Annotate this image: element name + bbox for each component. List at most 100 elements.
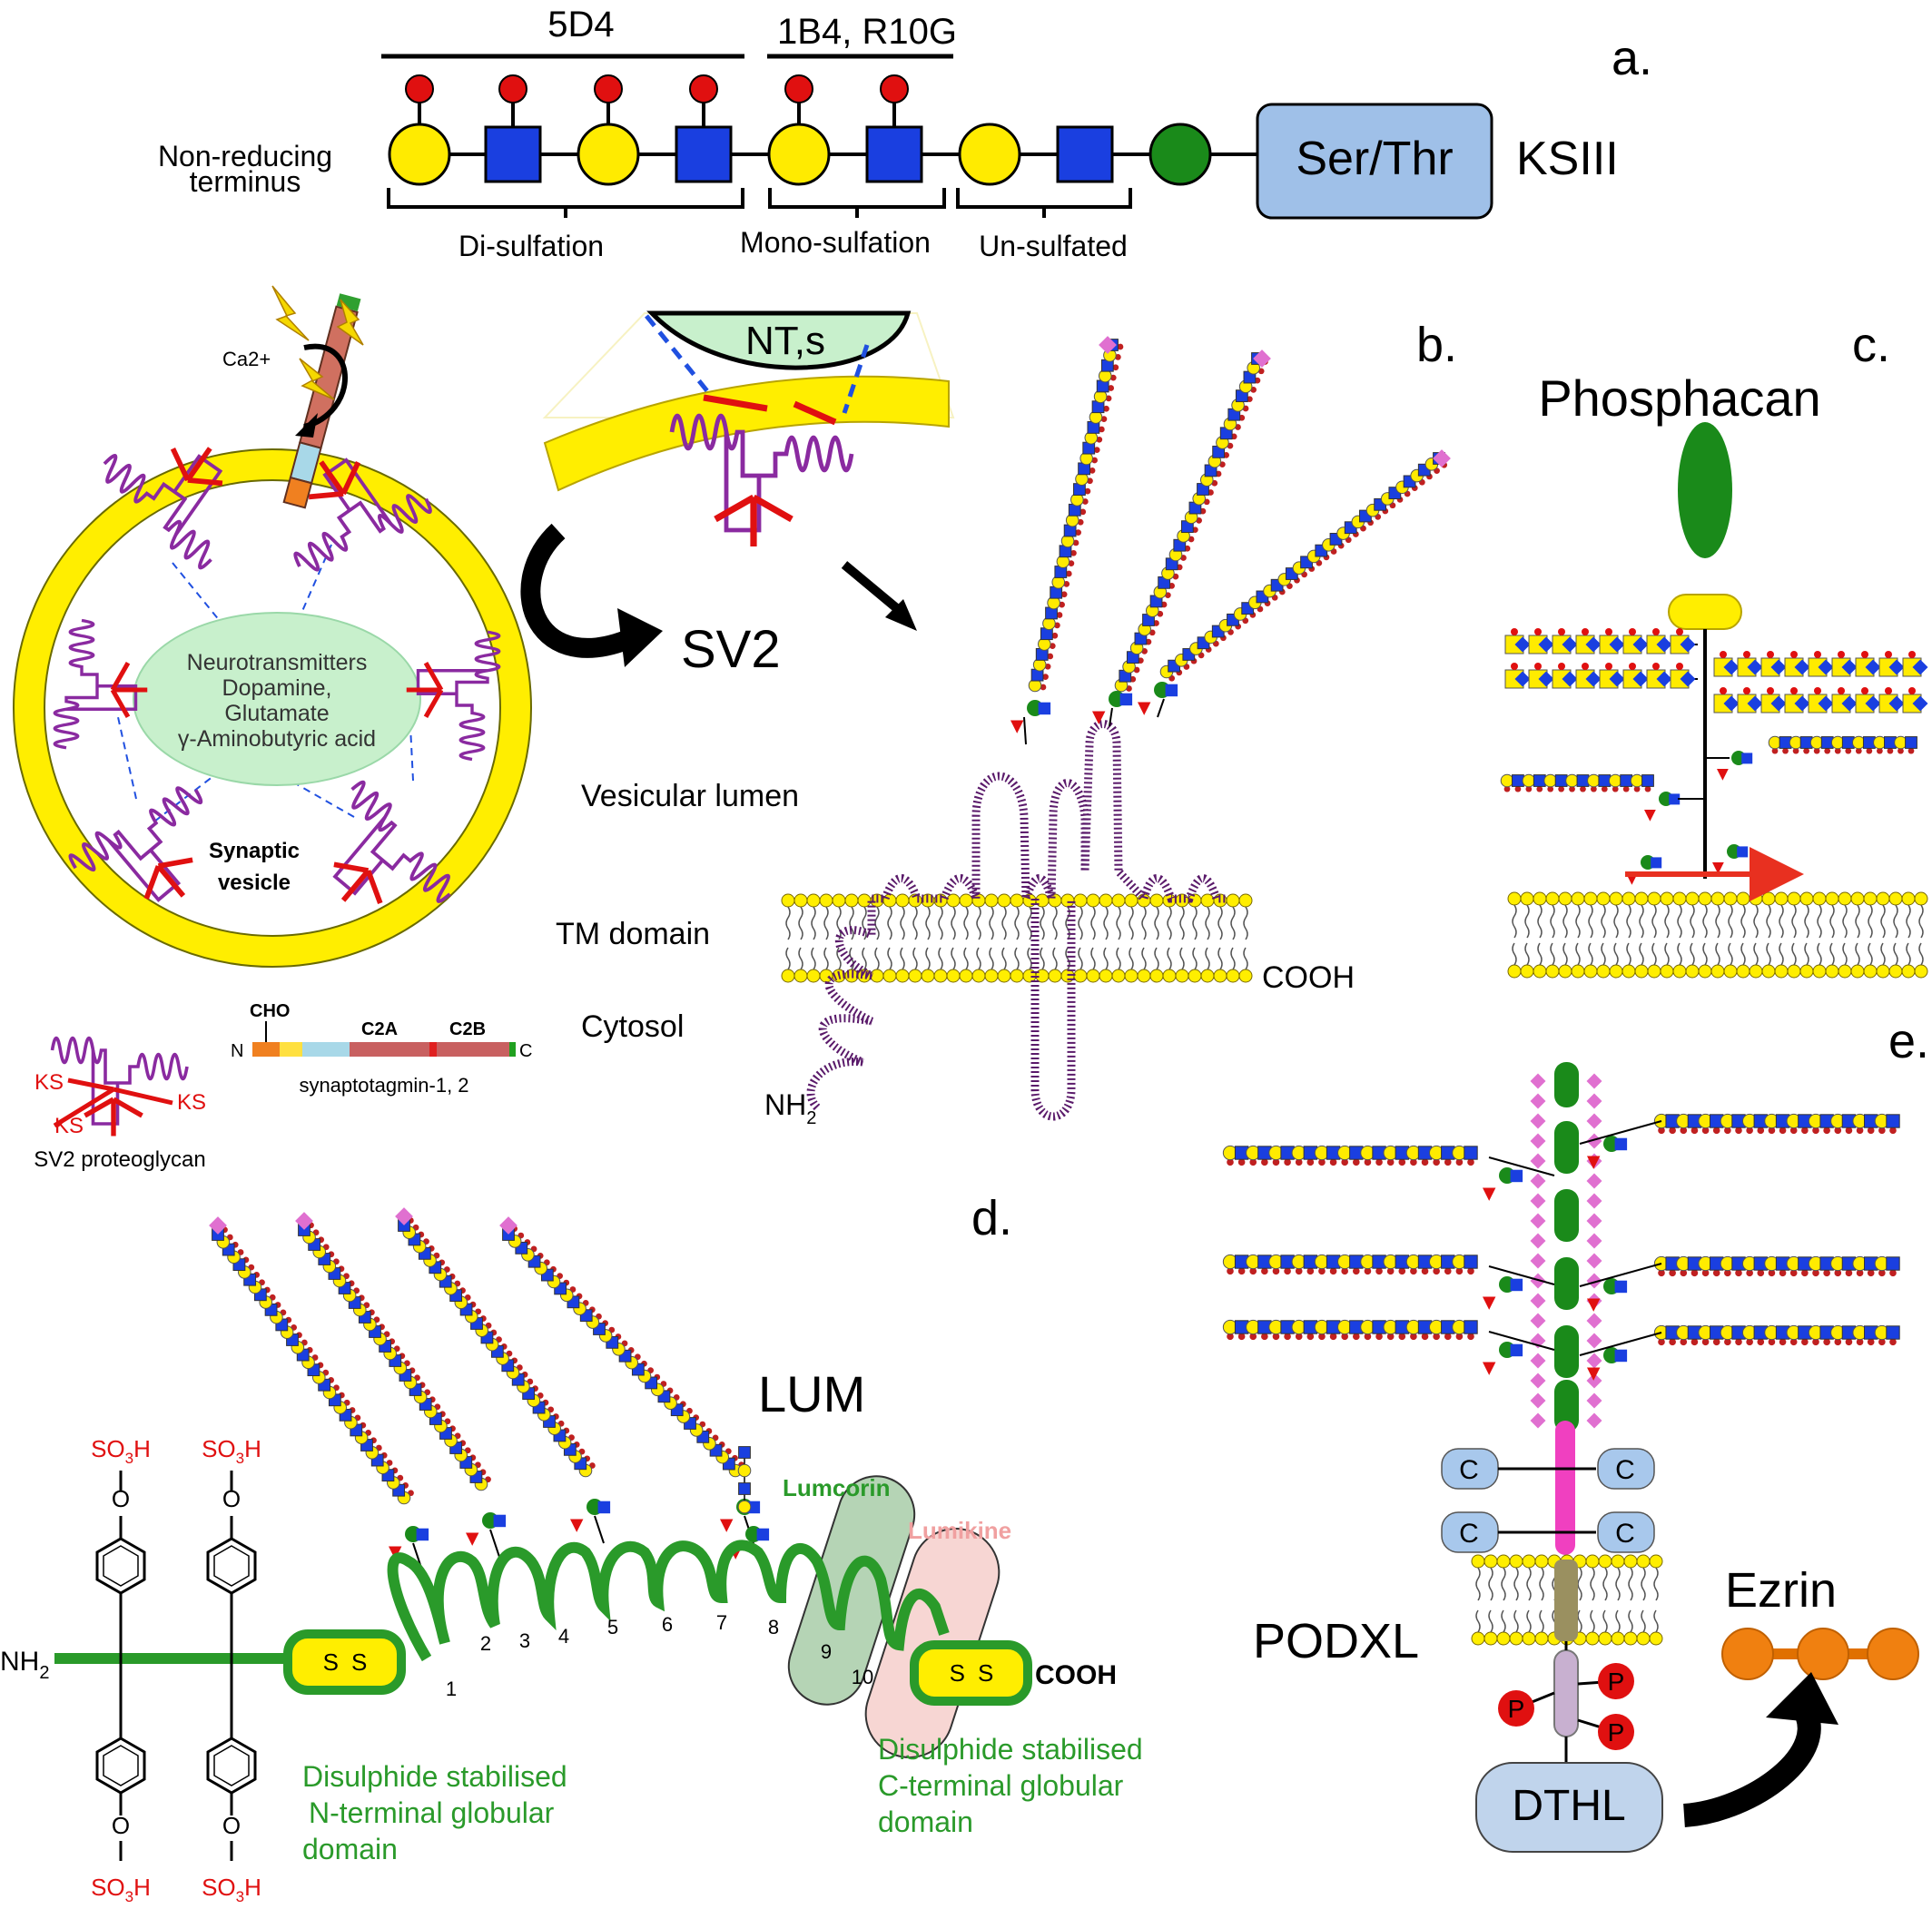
repeat-number-label: 3	[519, 1629, 530, 1652]
sulfate-group-icon	[1318, 1333, 1326, 1341]
chain-link	[1109, 707, 1113, 727]
sialic-acid-icon	[1530, 1293, 1546, 1309]
sulfate-group-icon	[1375, 1267, 1383, 1275]
phosphacan-title: Phosphacan	[1538, 369, 1820, 427]
oxygen-label: O	[222, 1485, 241, 1512]
sulfate-group-icon	[1814, 651, 1821, 658]
podxl-mucin-domain	[1530, 1062, 1602, 1432]
chain-link	[1488, 1156, 1555, 1176]
fucose-icon	[1483, 1296, 1496, 1310]
sulfate-group-icon	[1812, 1338, 1819, 1346]
sulfate-group-icon	[1059, 601, 1065, 608]
sulfate-group-icon	[1091, 457, 1098, 464]
galnac-icon	[1656, 636, 1672, 653]
sulfate-group-icon	[1834, 747, 1841, 754]
sulfate-group-icon	[1249, 1267, 1257, 1275]
sulfate-group-icon	[1720, 687, 1727, 694]
lipid-tail	[1588, 904, 1593, 939]
lipid-tail	[1791, 942, 1797, 966]
lipid-head	[832, 893, 846, 908]
sulfate-group-icon	[1724, 1269, 1731, 1277]
c2b-label: C2B	[449, 1019, 486, 1039]
lipid-head	[1509, 1554, 1523, 1569]
lipid-tail	[1167, 947, 1172, 970]
sialic-acid-icon	[1586, 1253, 1602, 1269]
mucin-bead	[1554, 1189, 1579, 1242]
lipid-head	[1723, 891, 1738, 906]
lipid-tail	[1651, 904, 1657, 939]
sulfate-group-icon	[1823, 1127, 1830, 1135]
lipid-tail	[1001, 947, 1007, 970]
lipid-head	[1010, 969, 1024, 983]
lipid-head	[870, 969, 884, 983]
panel-c: c. Phosphacan	[1500, 318, 1928, 979]
sulfate-group-icon	[1398, 1267, 1406, 1275]
chain-link	[489, 1529, 500, 1558]
panel-c-letter: c.	[1852, 318, 1890, 372]
sulfate-group-icon	[1364, 1158, 1372, 1166]
sulfate-group-icon	[1701, 1269, 1710, 1277]
lipid-tail	[1537, 904, 1543, 939]
lipid-tail	[1602, 1609, 1608, 1633]
lipid-tail	[1550, 942, 1555, 966]
lipid-tail	[1601, 904, 1606, 939]
sulfate-group-icon	[1789, 1269, 1798, 1277]
sialic-acid-icon	[1586, 1353, 1602, 1369]
galactose-icon	[388, 123, 451, 186]
c-terminal-label: C	[519, 1041, 532, 1061]
neuro-line-3: Glutamate	[224, 701, 329, 726]
ks-chain-stub	[423, 688, 444, 719]
sulfate-group-icon	[594, 74, 623, 103]
fucose-icon	[1587, 1367, 1601, 1381]
lipid-head	[1863, 964, 1878, 979]
sulfate-group-icon	[1227, 1267, 1234, 1275]
lipid-head	[1471, 1631, 1485, 1646]
lipid-head	[1226, 893, 1240, 908]
phosphate-icon	[1498, 1690, 1534, 1727]
lipid-tail	[1014, 906, 1020, 940]
tyrosine-ring-icon	[206, 1537, 257, 1595]
sulfate-group-icon	[1789, 1338, 1798, 1346]
ca-label: Ca2+	[222, 348, 271, 370]
sulfate-group-icon	[1735, 1127, 1742, 1135]
sv2-glyph-icon	[53, 618, 148, 750]
lipid-head	[1585, 1554, 1600, 1569]
lipid-tail	[887, 906, 892, 940]
lipid-head	[1914, 964, 1928, 979]
sulfate-group-icon	[1536, 785, 1543, 792]
sulfate-group-icon	[1867, 1127, 1875, 1135]
mucin-bead	[1554, 1121, 1579, 1174]
sulfate-group-icon	[1433, 1267, 1440, 1275]
lipid-tail	[1103, 947, 1109, 970]
sulfate-group-icon	[1284, 1158, 1291, 1166]
phosphacan-fn-domain	[1668, 594, 1742, 630]
lipid-head	[1086, 893, 1100, 908]
sulfate-group-icon	[1629, 628, 1636, 635]
sulfate-group-icon	[1237, 1267, 1246, 1275]
sulfate-group-icon	[1757, 1269, 1765, 1277]
c-domain-line-2: C-terminal globular	[878, 1769, 1124, 1802]
sulfate-group-icon	[1801, 1269, 1809, 1277]
sulfate-group-icon	[1237, 1158, 1246, 1166]
galnac-icon	[1514, 636, 1531, 653]
sulfate-group-icon	[1421, 1267, 1429, 1275]
glcnac-icon	[1886, 1325, 1900, 1340]
sulfate-group-icon	[1272, 1267, 1280, 1275]
ks-chain-stub	[110, 661, 131, 692]
lipid-tail	[862, 906, 867, 940]
glcnac-icon	[1620, 774, 1633, 787]
lipid-head	[1010, 893, 1024, 908]
sv2-glyph-icon	[293, 458, 432, 572]
galnac-icon	[1747, 695, 1763, 712]
lipid-tail	[1577, 1609, 1582, 1633]
sulfate-group-icon	[1878, 1127, 1886, 1135]
lipid-head	[1200, 893, 1215, 908]
cysteine-domain	[1597, 1511, 1655, 1553]
ks-chain-stub	[185, 447, 212, 482]
lipid-tail	[1192, 947, 1198, 970]
sulfate-group-icon	[1112, 364, 1119, 371]
sulfate-group-icon	[1757, 1127, 1765, 1135]
sulfate-group-icon	[1580, 785, 1586, 792]
sulfate-group-icon	[1823, 1269, 1830, 1277]
sulfate-group-icon	[1065, 570, 1072, 577]
